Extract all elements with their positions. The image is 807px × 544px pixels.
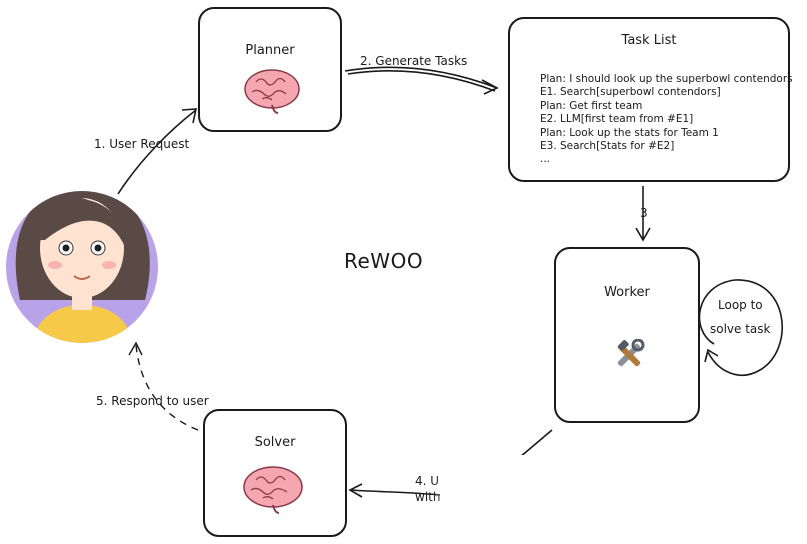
fade-overlay bbox=[430, 455, 550, 525]
arrow-user-request bbox=[117, 108, 198, 195]
arrow-respond-head bbox=[128, 341, 143, 356]
planner-label: Planner bbox=[245, 43, 295, 58]
worker-label: Worker bbox=[604, 285, 650, 300]
arrow-generate-tasks bbox=[344, 66, 499, 95]
task-line: E3. Search[Stats for #E2] bbox=[540, 140, 675, 153]
label-loop-line1: Loop to bbox=[718, 298, 763, 312]
arrow-respond bbox=[135, 344, 199, 431]
arrow-step3 bbox=[635, 186, 651, 242]
task-list-title: Task List bbox=[621, 33, 677, 48]
label-respond: 5. Respond to user bbox=[96, 394, 209, 408]
label-user-request: 1. User Request bbox=[94, 137, 190, 151]
diagram-title: ReWOO bbox=[344, 249, 424, 273]
task-line: ... bbox=[540, 153, 551, 166]
solver-box: Solver bbox=[203, 409, 347, 537]
label-generate-tasks: 2. Generate Tasks bbox=[360, 54, 468, 68]
task-line: E1. Search[superbowl contendors] bbox=[540, 86, 721, 99]
loop-arrow bbox=[698, 279, 783, 376]
worker-box: Worker bbox=[554, 247, 700, 423]
brain-icon bbox=[244, 69, 300, 114]
tools-icon bbox=[617, 339, 645, 367]
task-line: Plan: Look up the stats for Team 1 bbox=[540, 126, 719, 139]
brain-icon bbox=[243, 466, 303, 514]
task-line: E2. LLM[first team from #E1] bbox=[540, 113, 694, 126]
planner-box: Planner bbox=[198, 7, 342, 132]
task-list-box: Task List Plan: I should look up the sup… bbox=[508, 17, 793, 182]
label-loop-line2: solve task bbox=[710, 322, 771, 336]
task-line: Plan: I should look up the superbowl con… bbox=[540, 73, 793, 85]
task-line: Plan: Get first team bbox=[540, 99, 643, 112]
user-avatar bbox=[6, 191, 158, 343]
label-step3: 3 bbox=[640, 206, 648, 220]
solver-label: Solver bbox=[254, 435, 296, 450]
task-list-lines: Plan: I should look up the superbowl con… bbox=[540, 73, 793, 167]
